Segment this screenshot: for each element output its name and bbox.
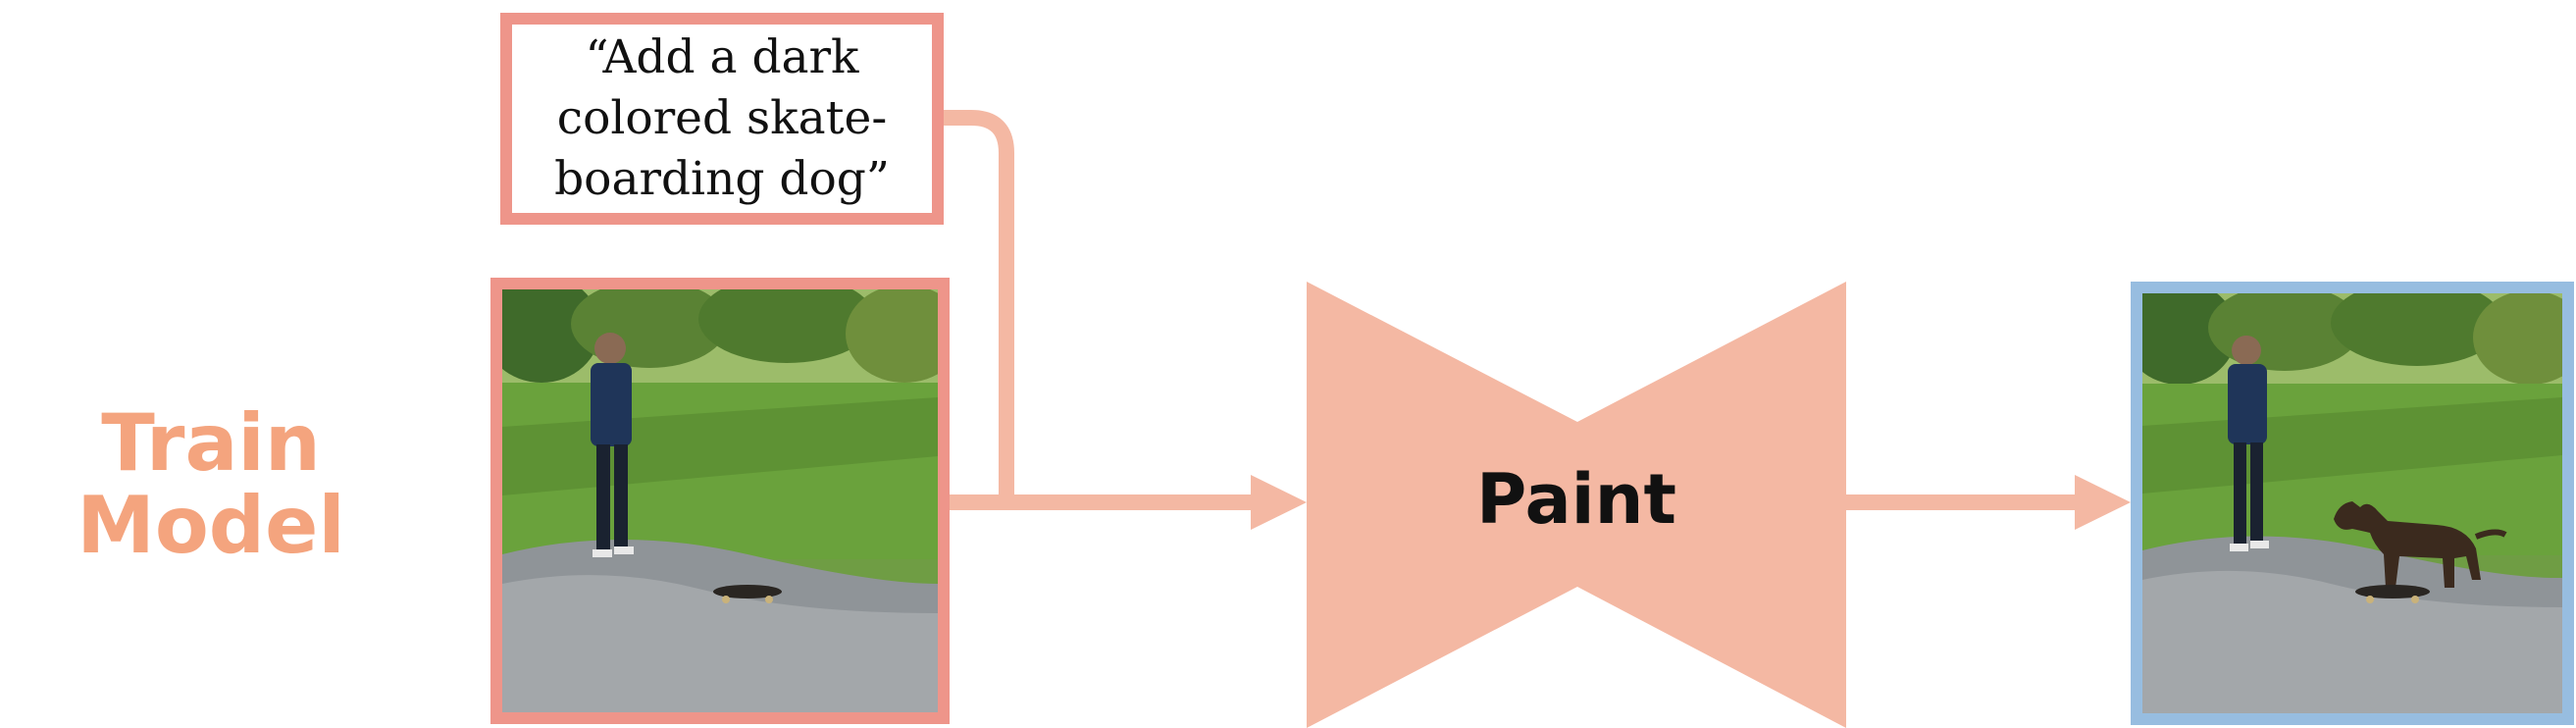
output-image (2131, 282, 2574, 725)
prompt-text: “Add a dark colored skate-boarding dog” (554, 30, 890, 206)
model-to-output-arrow-head (2075, 475, 2131, 530)
prompt-box: “Add a dark colored skate-boarding dog” (500, 13, 944, 225)
person-figure (591, 333, 634, 557)
output-photo (2142, 293, 2562, 713)
dog-figure (2334, 501, 2507, 588)
stage-label: Train Model (77, 397, 345, 571)
model-label: Paint (1476, 459, 1676, 540)
model-shape (1307, 282, 1846, 728)
skateboard-icon (713, 585, 782, 603)
person-figure-output (2228, 336, 2269, 551)
skateboard-icon-output (2355, 585, 2430, 603)
input-image (490, 278, 950, 724)
input-photo (502, 289, 938, 712)
prompt-connector (944, 110, 1014, 502)
input-to-model-arrow-head (1251, 475, 1307, 530)
